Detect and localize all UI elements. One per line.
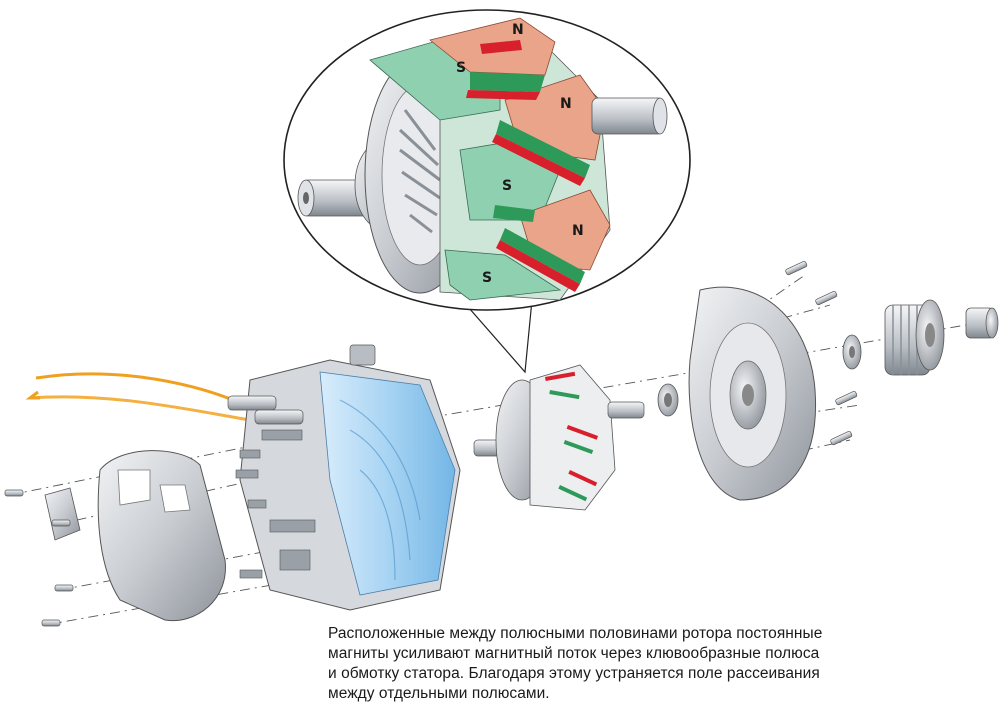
screws-right	[785, 261, 858, 446]
magnified-rotor-view: N N N S S S	[283, 9, 691, 311]
output-wires	[25, 372, 251, 422]
pole-label-s-top: S	[456, 60, 466, 76]
pole-label-n-low: N	[572, 223, 584, 239]
diagram-caption: Расположенные между полюсными половинами…	[328, 624, 940, 704]
regulator-bracket	[44, 487, 81, 541]
pulley	[884, 299, 945, 376]
pole-label-n-mid: N	[560, 96, 572, 112]
caption-line-4: между отдельными полюсами.	[328, 685, 550, 702]
pole-label-s-mid: S	[502, 178, 512, 194]
screws-left	[4, 489, 74, 627]
rear-cover	[44, 450, 226, 622]
rotor	[473, 364, 645, 511]
stator-winding	[319, 371, 456, 596]
permanent-magnets	[466, 40, 590, 292]
caption-line-2: магниты усиливают магнитный поток через …	[328, 645, 820, 662]
front-end-shield	[688, 286, 817, 501]
caption-line-1: Расположенные между полюсными половинами…	[328, 625, 823, 642]
callout-leader	[454, 291, 533, 374]
caption-line-3: и обмотку статора. Благодаря этому устра…	[328, 665, 820, 682]
pole-label-n-top: N	[512, 22, 524, 38]
stator-housing	[227, 344, 461, 611]
pulley-nut	[965, 307, 999, 339]
pole-label-s-low: S	[482, 270, 492, 286]
